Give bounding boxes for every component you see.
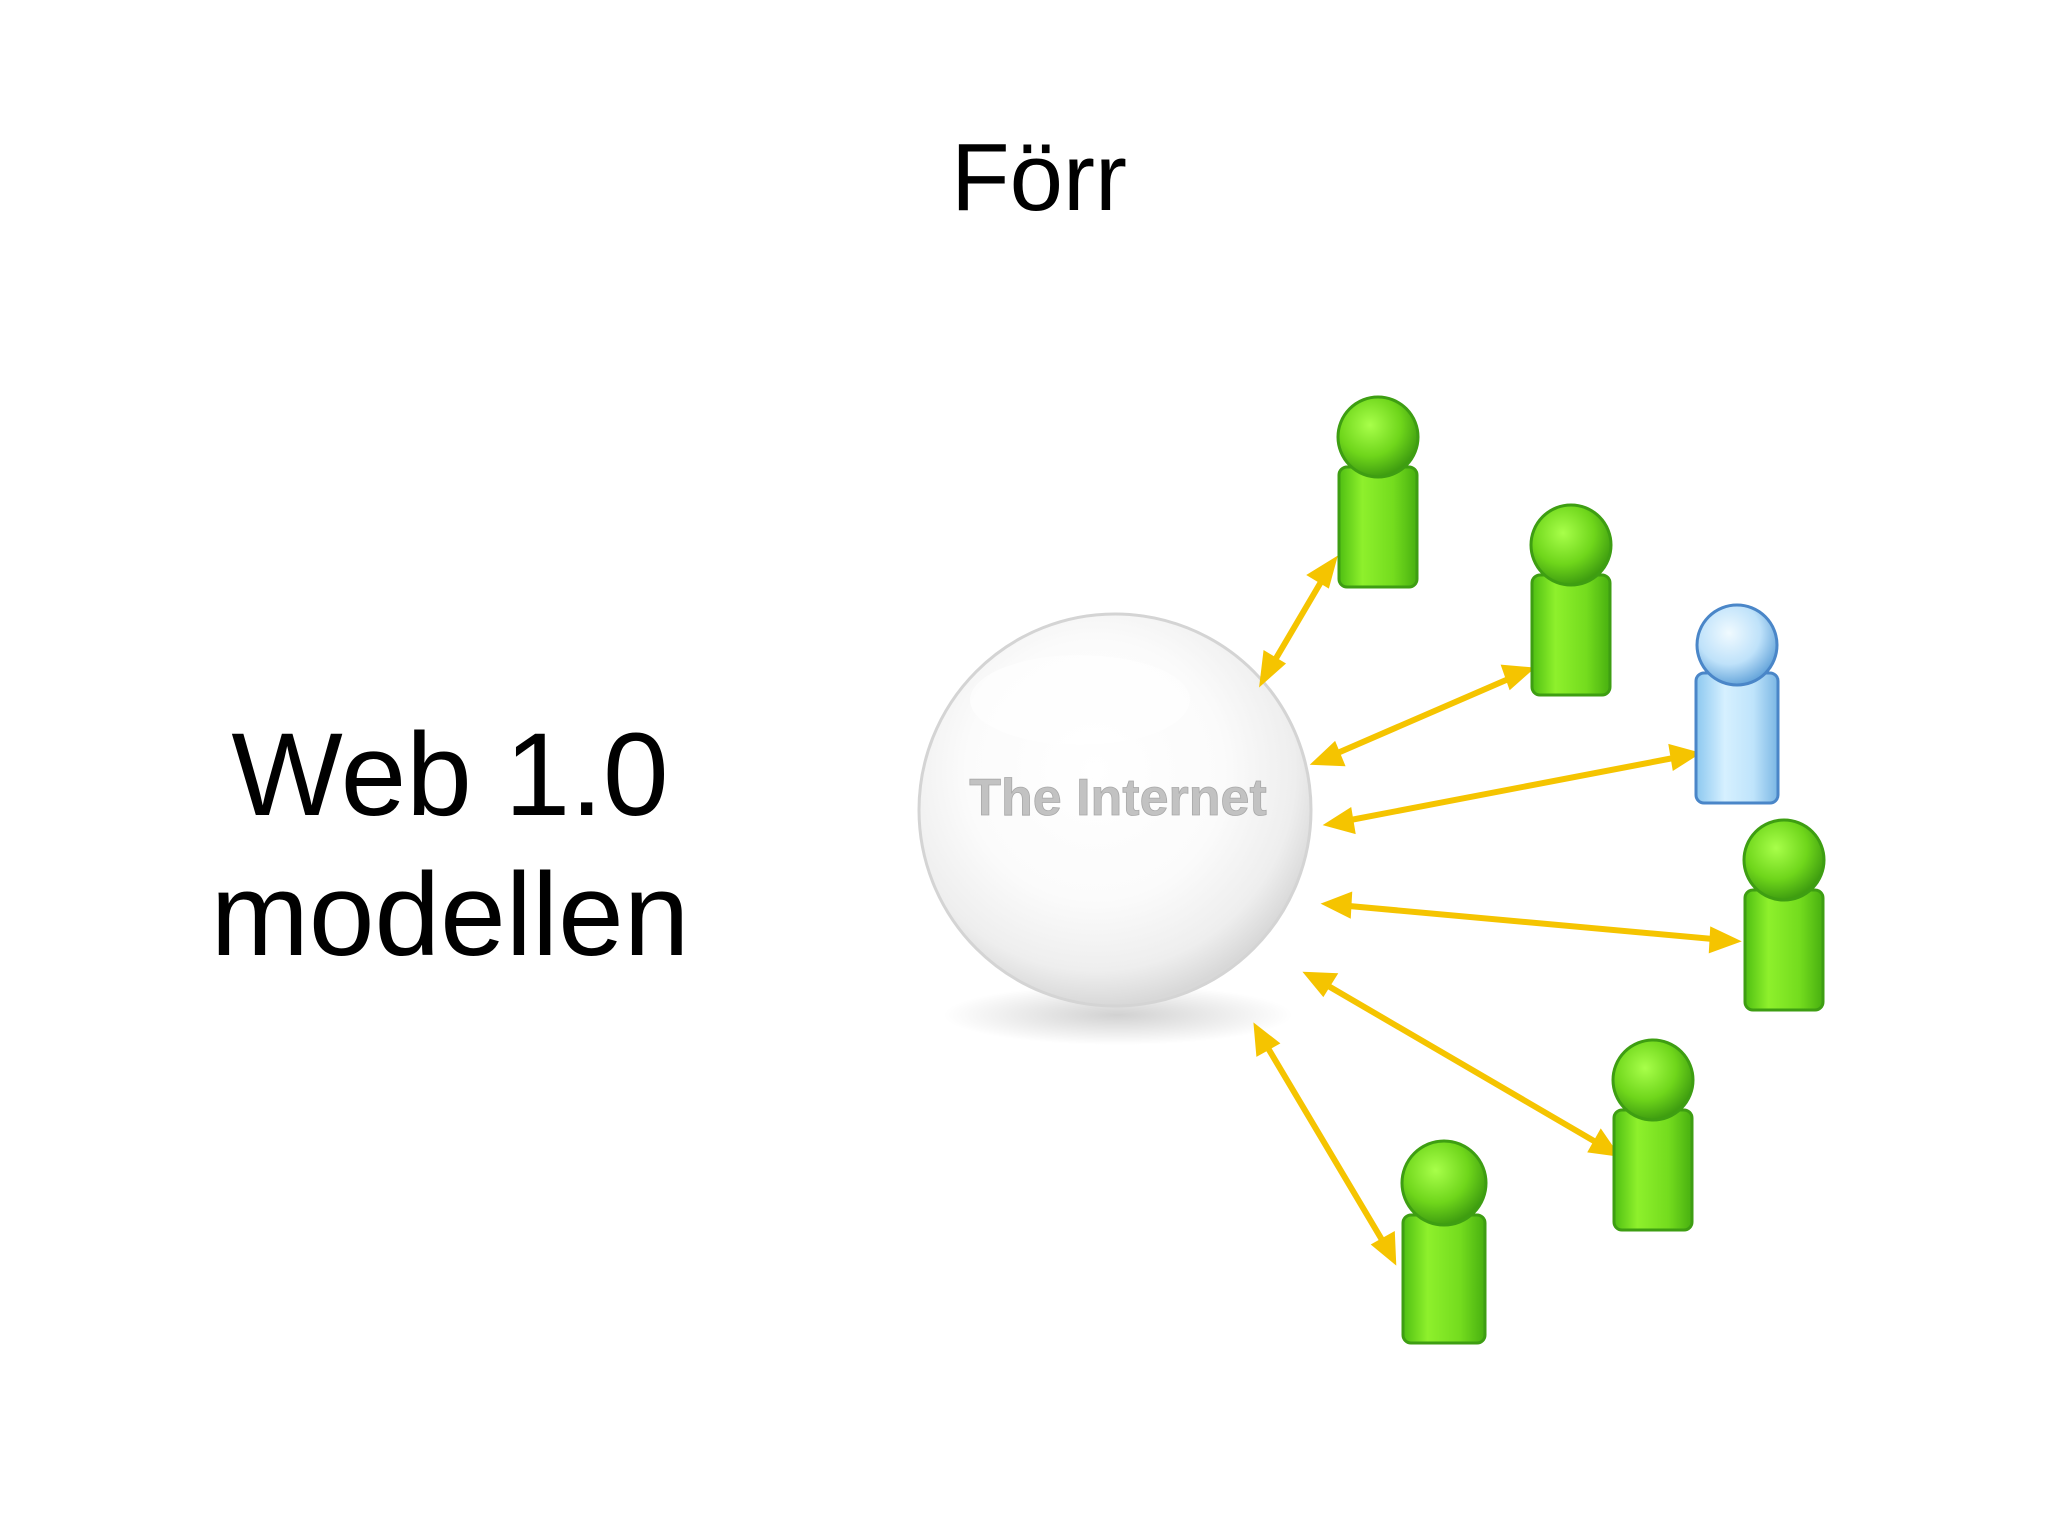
side-caption-line-1: Web 1.0 [231,709,669,841]
user-icon [1694,603,1780,805]
internet-label: The Internet [969,769,1267,827]
arrow-user-5 [1302,971,1621,1157]
side-caption-line-2: modellen [210,849,690,981]
slide-title: Förr [951,124,1127,231]
user-icon [1336,395,1420,589]
arrow-user-2 [1309,664,1536,767]
arrow-user-6 [1253,1022,1397,1266]
user-icon [1611,1038,1695,1232]
user-icon [1742,818,1826,1012]
arrow-user-4 [1320,891,1742,954]
user-icon [1529,503,1613,697]
user-icon [1400,1139,1488,1345]
arrow-user-1 [1259,555,1338,688]
side-caption: Web 1.0 modellen [130,705,770,985]
arrow-user-3 [1322,743,1702,835]
connection-arrows [1253,555,1742,1266]
internet-globe: The Internet [917,612,1313,1045]
